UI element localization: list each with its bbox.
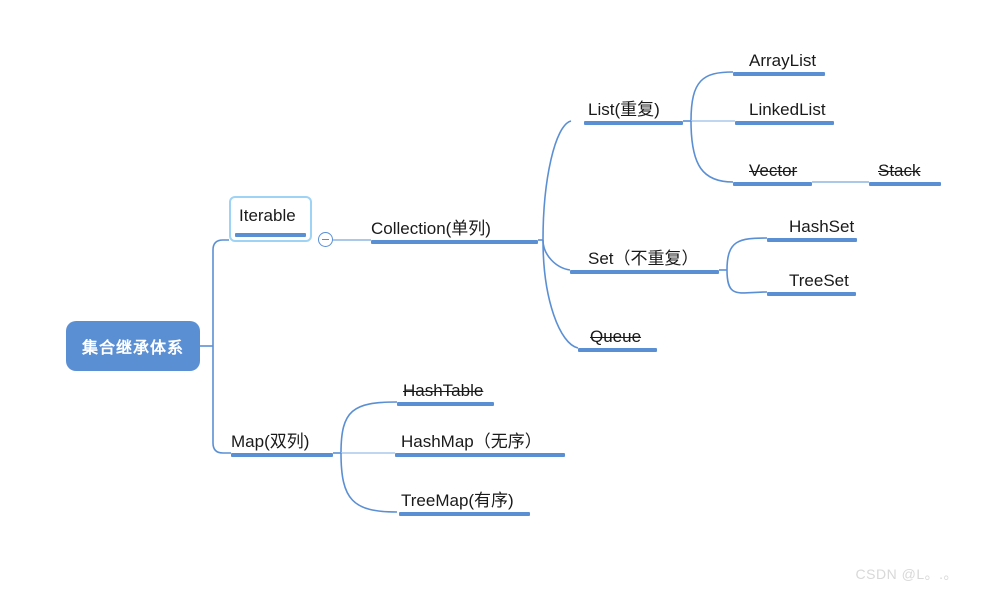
node-hashmap-underline (395, 453, 565, 457)
node-stack-label: Stack (878, 161, 921, 181)
node-linkedlist[interactable]: LinkedList (735, 85, 834, 125)
edge-map-to-hashtable (340, 401, 398, 454)
node-vector-underline (733, 182, 812, 186)
collapse-toggle-icon[interactable] (318, 232, 333, 247)
node-arraylist-underline (733, 72, 825, 76)
node-treemap-underline (399, 512, 530, 516)
edge-collection-to-list (542, 120, 572, 241)
node-hashmap-label: HashMap（无序） (401, 432, 542, 452)
node-iterable-label: Iterable (239, 206, 296, 225)
node-stack-underline (869, 182, 941, 186)
node-hashset-underline (767, 238, 857, 242)
node-hashmap[interactable]: HashMap（无序） (395, 417, 565, 457)
node-queue-label: Queue (590, 327, 642, 347)
node-linkedlist-underline (735, 121, 834, 125)
node-collection-label: Collection(单列) (371, 219, 491, 239)
edge-list-to-vector (690, 120, 734, 183)
node-treeset-label: TreeSet (789, 271, 849, 291)
edge-root-to-map (212, 346, 231, 454)
node-set-label: Set（不重复） (588, 249, 699, 269)
node-iterable-underline (235, 233, 306, 237)
node-queue[interactable]: Queue (578, 310, 657, 352)
node-list-underline (584, 121, 683, 125)
edge-map-to-treemap (340, 452, 398, 513)
edge-collection-to-queue (542, 239, 579, 349)
edge-set-to-treeset (726, 269, 768, 294)
node-list-label: List(重复) (588, 100, 660, 120)
node-hashtable[interactable]: HashTable (397, 366, 494, 406)
edge-list-to-arraylist (690, 71, 734, 122)
node-vector-label: Vector (749, 161, 798, 181)
node-treemap-label: TreeMap(有序) (401, 491, 514, 511)
node-set[interactable]: Set（不重复） (570, 232, 719, 274)
node-set-underline (570, 270, 719, 274)
node-hashtable-label: HashTable (403, 381, 484, 401)
root-node[interactable]: 集合继承体系 (66, 321, 200, 371)
node-linkedlist-label: LinkedList (749, 100, 826, 120)
node-arraylist-label: ArrayList (749, 51, 817, 71)
node-map-label: Map(双列) (231, 432, 310, 452)
node-arraylist[interactable]: ArrayList (733, 36, 825, 76)
node-hashtable-underline (397, 402, 494, 406)
node-collection[interactable]: Collection(单列) (371, 200, 538, 244)
node-map[interactable]: Map(双列) (231, 413, 333, 457)
node-collection-underline (371, 240, 538, 244)
node-treeset-underline (767, 292, 856, 296)
watermark: CSDN @L。.。 (855, 566, 958, 582)
node-hashset-label: HashSet (789, 217, 855, 237)
edge-root-to-iterable (212, 239, 229, 346)
edge-collection-to-set (542, 239, 571, 271)
node-vector[interactable]: Vector (733, 146, 812, 186)
node-treemap[interactable]: TreeMap(有序) (399, 476, 530, 516)
node-hashset[interactable]: HashSet (767, 202, 857, 242)
edge-set-to-hashset (726, 237, 768, 271)
node-list[interactable]: List(重复) (584, 83, 683, 125)
node-treeset[interactable]: TreeSet (767, 256, 856, 296)
node-stack[interactable]: Stack (869, 146, 941, 186)
node-iterable[interactable]: Iterable (229, 196, 312, 242)
root-node-label: 集合继承体系 (81, 340, 184, 357)
node-map-underline (231, 453, 333, 457)
node-queue-underline (578, 348, 657, 352)
